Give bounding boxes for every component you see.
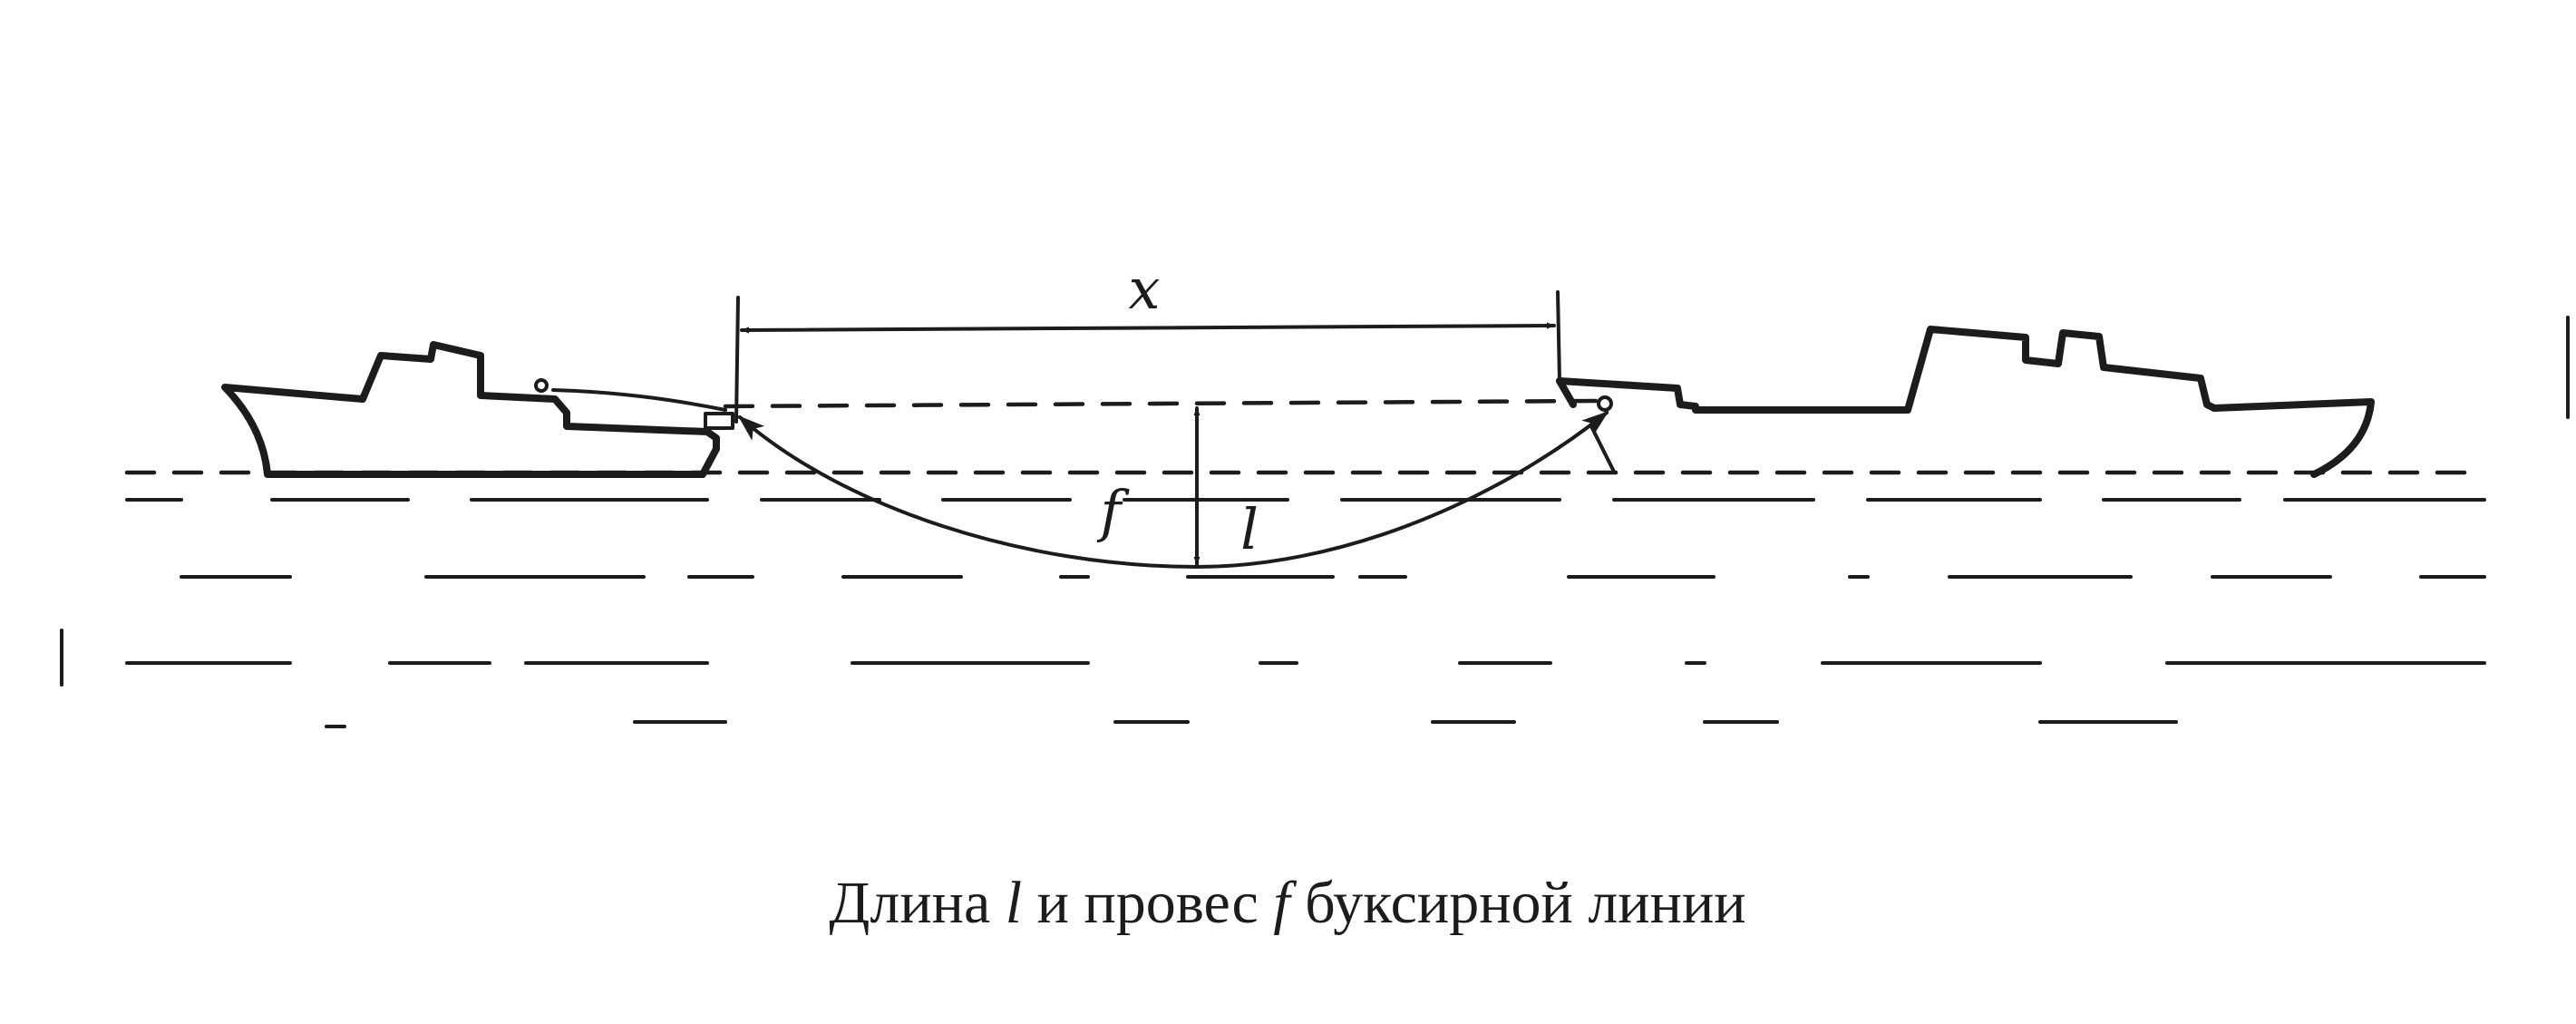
sag-label: f [1097,478,1131,544]
caption-text-1: Длина [829,870,1005,936]
length-label: l [1240,496,1259,562]
right-extension-line [1556,290,1561,383]
left-bitt-icon [704,412,734,430]
left-towing-hook-icon [534,378,549,393]
left-extension-line [734,296,740,424]
right-towing-eye-icon [1597,395,1613,412]
distance-arrow [740,322,1556,334]
distance-label: x [1129,256,1161,322]
caption-text-2: и провес [1022,870,1273,936]
figure-caption: Длина l и провес f буксирной линии [829,870,1745,936]
water-waves [125,498,2486,728]
scan-marks [60,316,2570,687]
towing-point-reference-line [723,398,1599,409]
caption-symbol-l: l [1006,870,1022,936]
distance-dimension: x [734,256,1561,424]
caption-text-3: буксирной линии [1290,870,1746,936]
towing-line [737,411,1609,569]
left-ship [221,341,734,478]
sag-dimension: f l [1097,406,1259,566]
right-ship [1556,326,2375,478]
